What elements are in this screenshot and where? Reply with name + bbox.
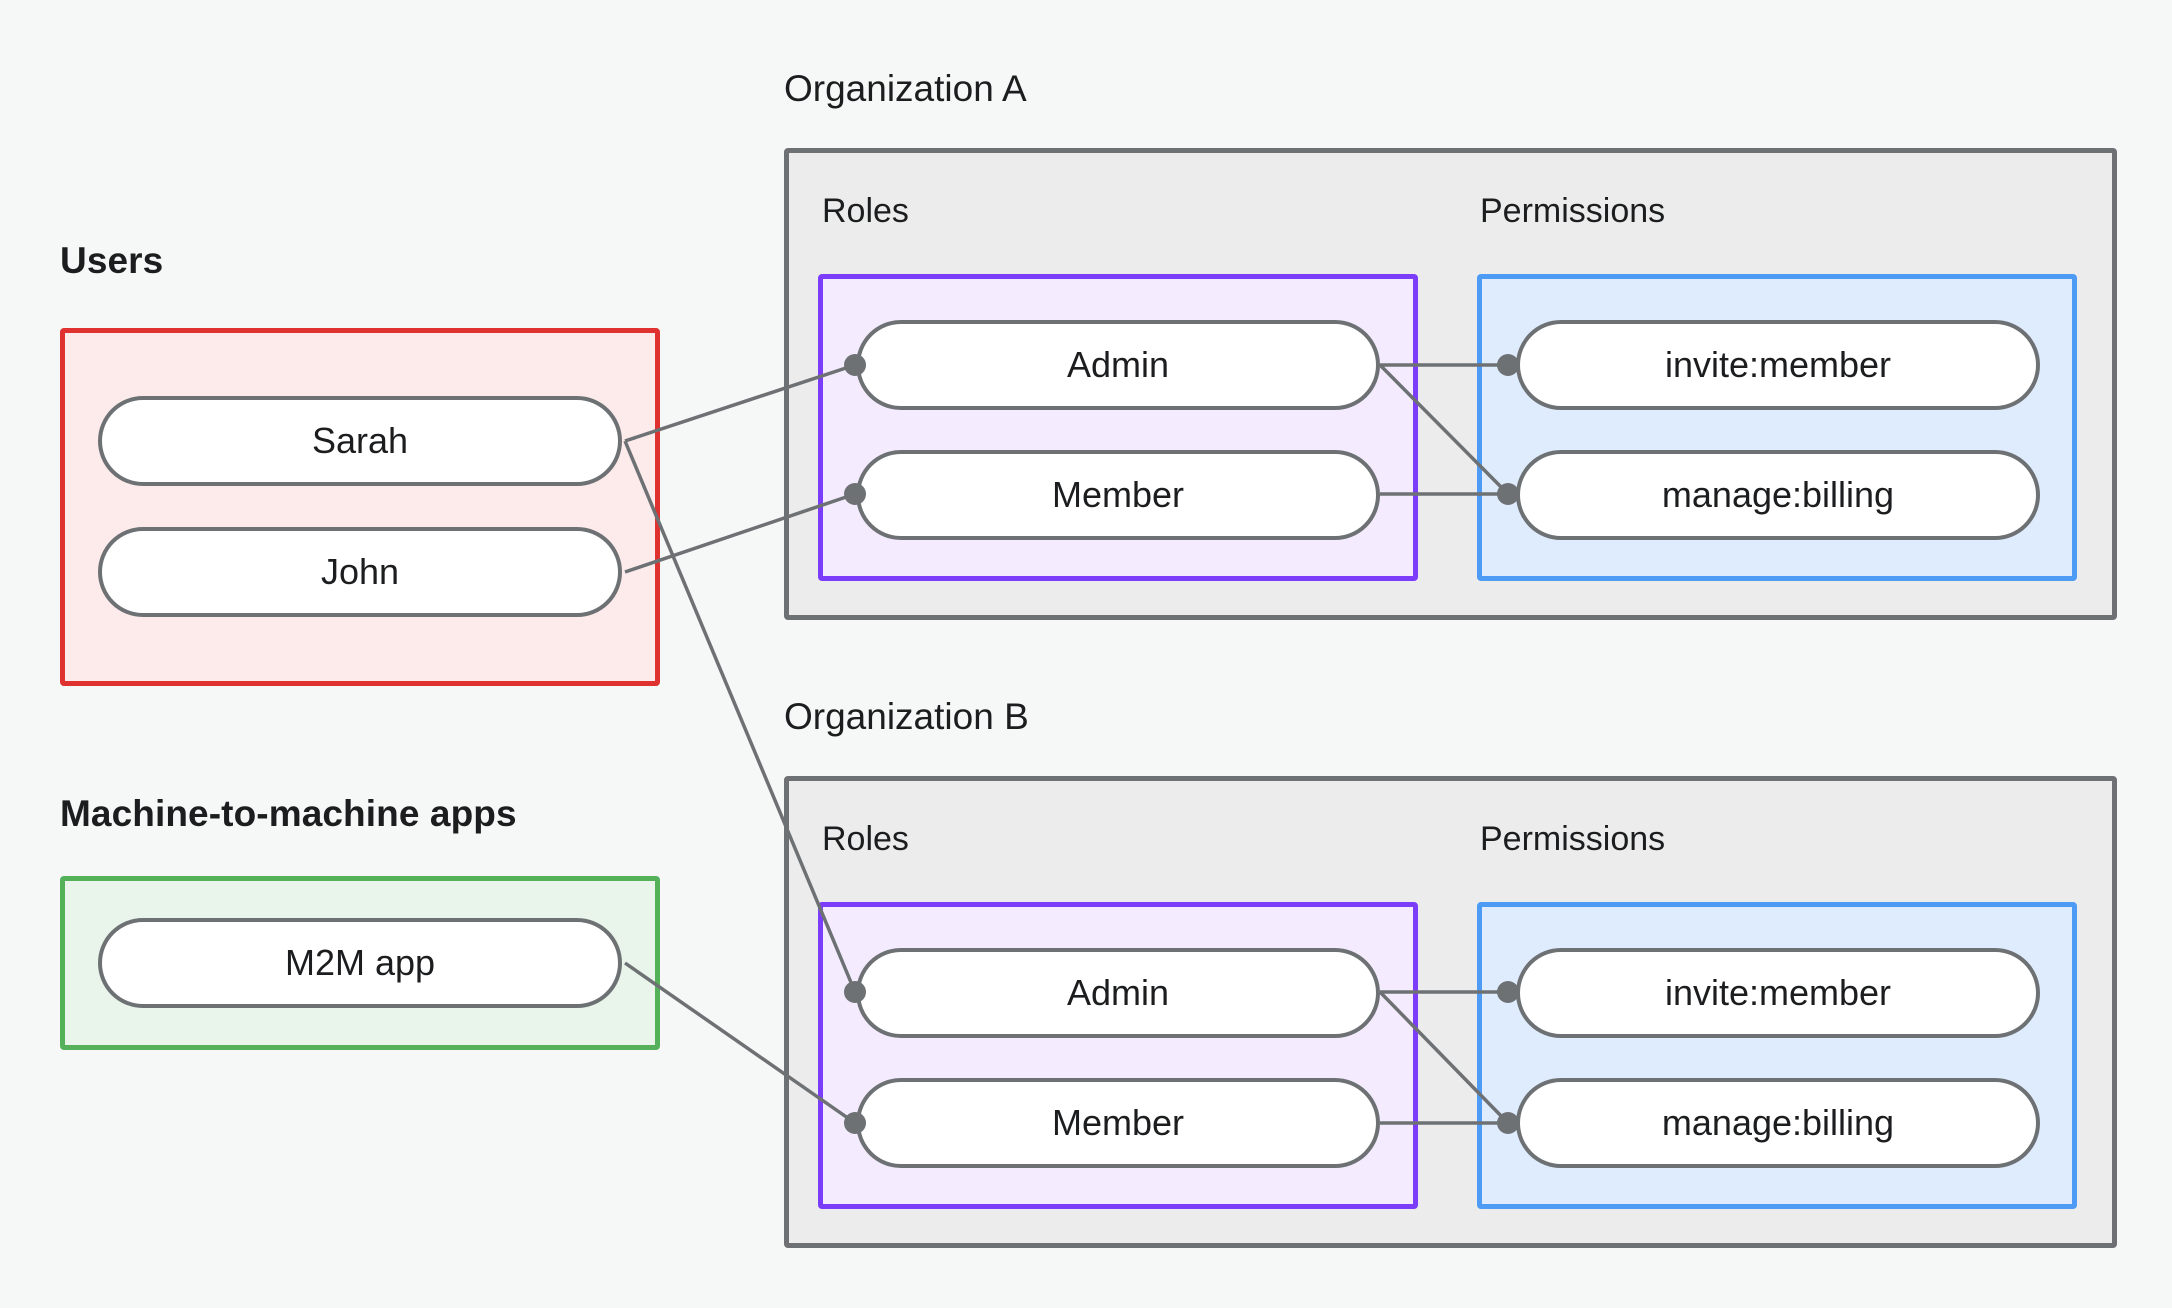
organization-b-roles-label: Roles: [822, 820, 909, 858]
organization-a-permission-pill-manage-billing[interactable]: manage:billing: [1516, 450, 2040, 540]
m2m-group-label: Machine-to-machine apps: [60, 793, 517, 834]
organization-a-permissions-label: Permissions: [1480, 192, 1666, 230]
user-pill-john[interactable]: John: [98, 527, 622, 617]
organization-b-label: Organization B: [784, 696, 1029, 737]
m2m-pill-app[interactable]: M2M app: [98, 918, 622, 1008]
organization-a-permission-pill-invite-member[interactable]: invite:member: [1516, 320, 2040, 410]
organization-b-role-pill-member[interactable]: Member: [856, 1078, 1380, 1168]
organization-a-label: Organization A: [784, 68, 1027, 109]
organization-b-permissions-label: Permissions: [1480, 820, 1666, 858]
organization-b-permission-pill-invite-member[interactable]: invite:member: [1516, 948, 2040, 1038]
users-group-box: [60, 328, 660, 686]
users-group-label: Users: [60, 240, 164, 281]
organization-a-role-pill-admin[interactable]: Admin: [856, 320, 1380, 410]
organization-a-role-pill-member[interactable]: Member: [856, 450, 1380, 540]
organization-b-role-pill-admin[interactable]: Admin: [856, 948, 1380, 1038]
user-pill-sarah[interactable]: Sarah: [98, 396, 622, 486]
organization-b-permission-pill-manage-billing[interactable]: manage:billing: [1516, 1078, 2040, 1168]
organization-a-roles-label: Roles: [822, 192, 909, 230]
